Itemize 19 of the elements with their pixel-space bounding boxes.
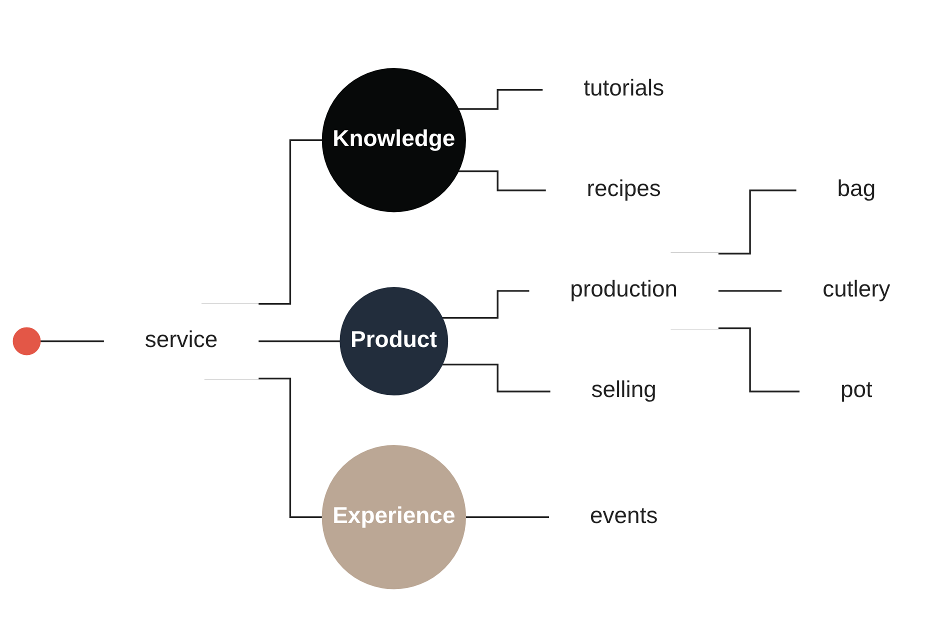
connector xyxy=(442,290,531,319)
node-text: recipes xyxy=(586,177,661,202)
connector xyxy=(718,290,784,292)
node-text: tutorials xyxy=(584,76,664,102)
connector xyxy=(442,364,552,392)
node-text: pot xyxy=(840,378,872,403)
node-text: selling xyxy=(591,378,656,403)
connector xyxy=(458,88,544,110)
node-circle: Knowledge xyxy=(322,68,466,212)
node-circle: Experience xyxy=(322,445,466,590)
node-text: events xyxy=(590,504,658,529)
connector xyxy=(465,516,551,518)
node-circle: Product xyxy=(340,287,448,396)
connector xyxy=(458,170,548,192)
node-circle xyxy=(12,327,41,356)
node-text: bag xyxy=(837,177,876,202)
connector xyxy=(40,340,106,342)
connector xyxy=(258,340,342,342)
node-text: cutlery xyxy=(822,278,890,302)
